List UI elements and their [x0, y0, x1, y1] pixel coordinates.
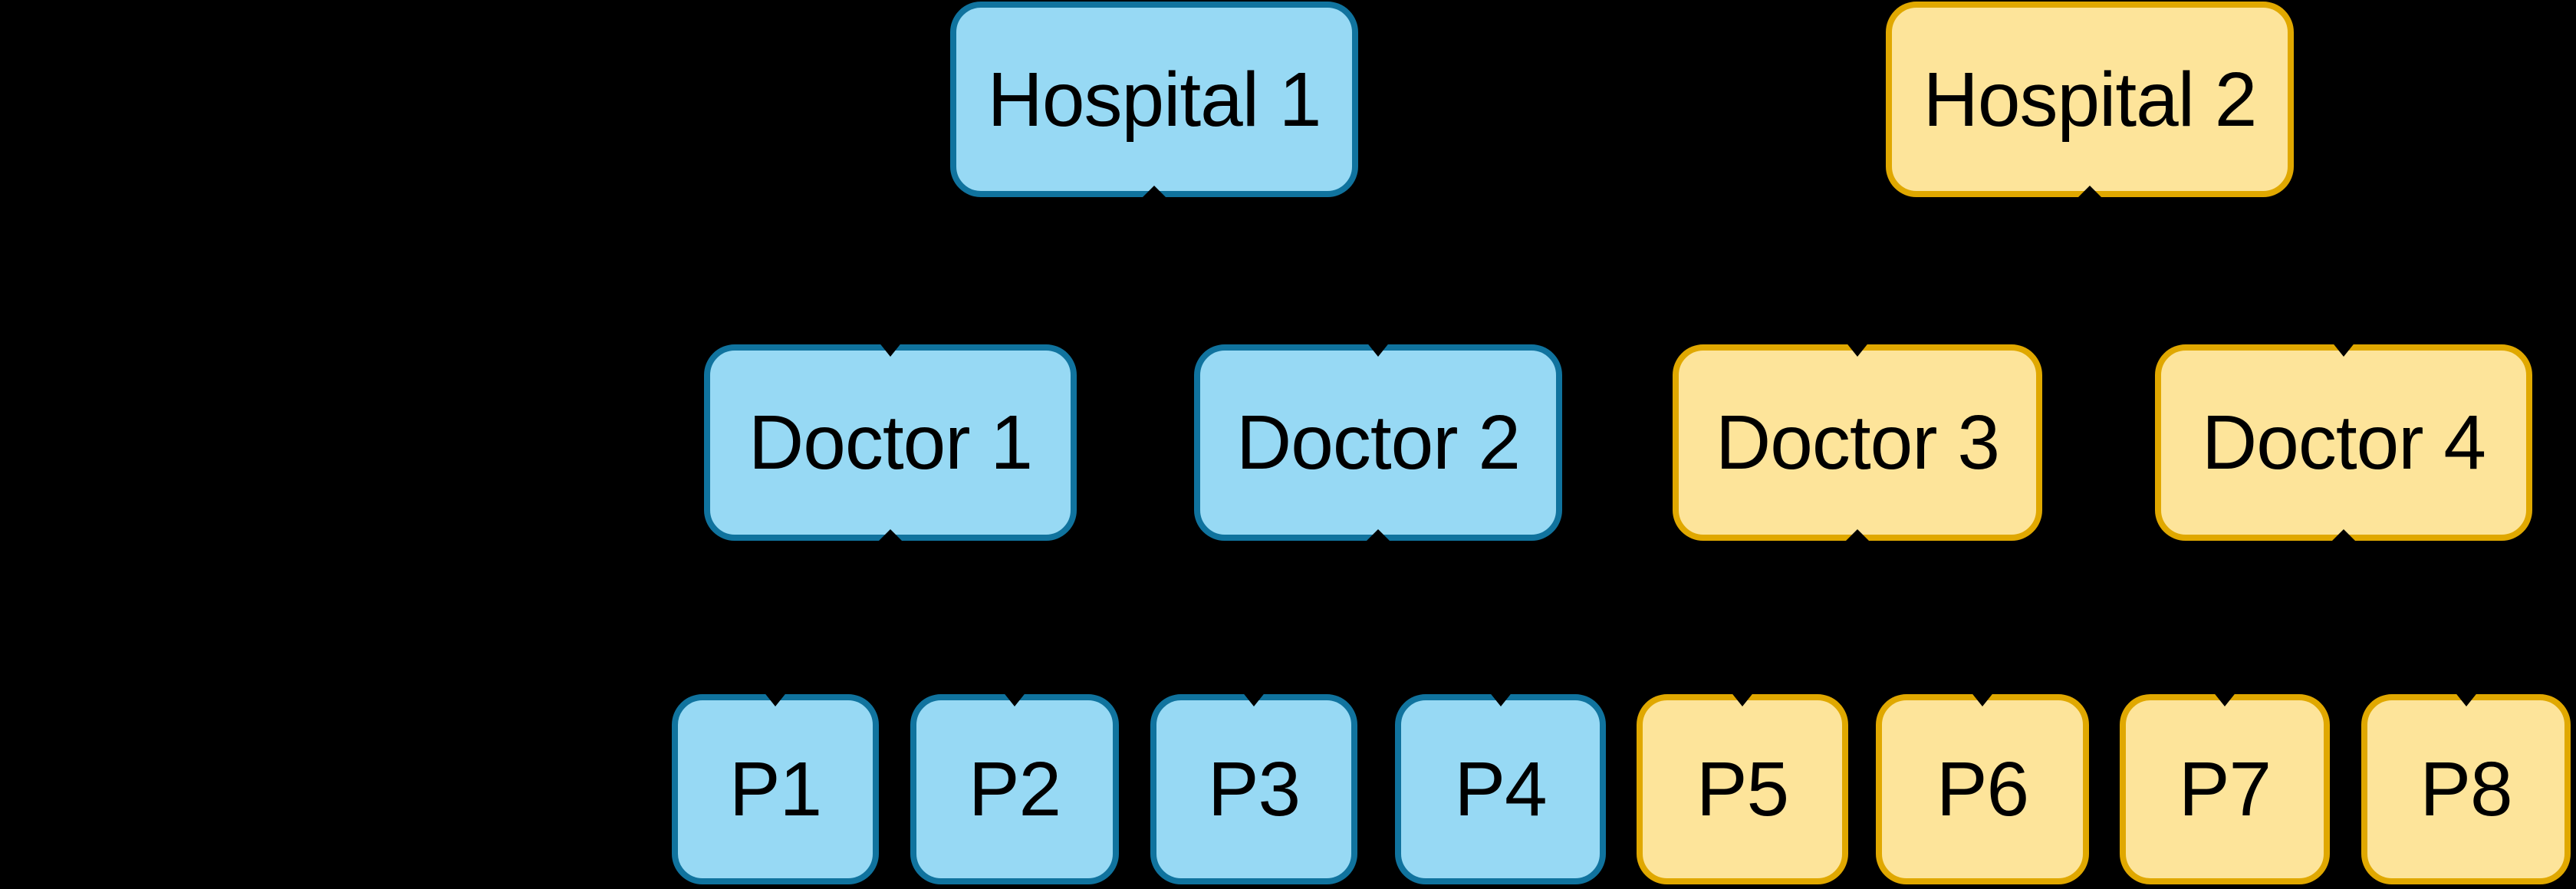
node-hospital-1: Hospital 1 — [950, 2, 1358, 199]
arrowhead-icon — [1845, 341, 1870, 357]
arrowhead-icon — [2331, 341, 2356, 357]
arrowhead-icon — [2453, 691, 2479, 706]
node-label: Doctor 2 — [1236, 400, 1521, 486]
arrowhead-icon — [763, 691, 788, 706]
node-label: Hospital 1 — [987, 56, 1322, 143]
node-hospital-2: Hospital 2 — [1886, 2, 2294, 199]
node-patient-2: P2 — [910, 691, 1119, 884]
arrowhead-icon — [2212, 691, 2237, 706]
node-label: Doctor 4 — [2202, 400, 2486, 486]
node-patient-3: P3 — [1150, 691, 1357, 884]
connector-stub-icon — [2077, 186, 2103, 199]
node-label: Doctor 3 — [1716, 400, 2000, 486]
node-patient-1: P1 — [672, 691, 879, 884]
node-doctor-1: Doctor 1 — [704, 341, 1077, 542]
node-doctor-4: Doctor 4 — [2155, 341, 2532, 542]
node-label: P2 — [968, 746, 1061, 832]
node-patient-5: P5 — [1637, 691, 1848, 884]
node-label: P8 — [2420, 746, 2512, 832]
node-doctor-3: Doctor 3 — [1673, 341, 2042, 542]
node-label: P4 — [1454, 746, 1547, 832]
node-label: Hospital 2 — [1923, 56, 2258, 143]
connector-stub-icon — [1141, 186, 1167, 199]
connector-stub-icon — [1844, 529, 1870, 542]
arrowhead-icon — [1970, 691, 1995, 706]
node-patient-8: P8 — [2361, 691, 2571, 884]
node-label: P1 — [729, 746, 822, 832]
connector-stub-icon — [1365, 529, 1391, 542]
connector-stub-icon — [877, 529, 903, 542]
arrowhead-icon — [1488, 691, 1513, 706]
node-patient-6: P6 — [1876, 691, 2089, 884]
node-doctor-2: Doctor 2 — [1194, 341, 1562, 542]
arrowhead-icon — [1002, 691, 1027, 706]
node-label: P6 — [1936, 746, 2029, 832]
node-label: Doctor 1 — [748, 400, 1033, 486]
node-patient-7: P7 — [2120, 691, 2330, 884]
node-label: P5 — [1696, 746, 1789, 832]
arrowhead-icon — [1730, 691, 1755, 706]
connector-stub-icon — [2331, 529, 2357, 542]
arrowhead-icon — [1366, 341, 1390, 357]
arrowhead-icon — [1242, 691, 1266, 706]
arrowhead-icon — [878, 341, 903, 357]
node-label: P7 — [2178, 746, 2272, 832]
node-label: P3 — [1207, 746, 1301, 832]
node-patient-4: P4 — [1395, 691, 1606, 884]
